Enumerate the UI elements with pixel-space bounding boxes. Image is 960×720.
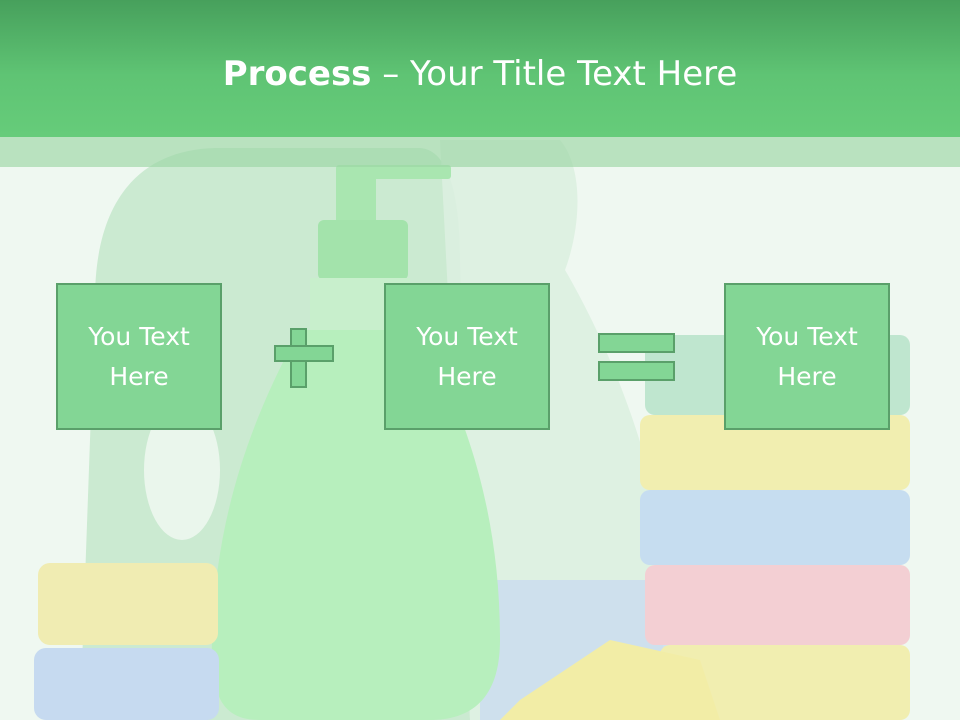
process-box-3-line1: You Text xyxy=(756,321,858,351)
process-box-3[interactable]: You Text Here xyxy=(724,283,890,430)
process-box-1-line1: You Text xyxy=(88,321,190,351)
process-box-1-line2: Here xyxy=(109,361,169,391)
slide-title: Process – Your Title Text Here xyxy=(0,52,960,96)
title-bar xyxy=(0,0,960,137)
process-box-3-line2: Here xyxy=(777,361,837,391)
title-bar-accent-strip xyxy=(0,137,960,167)
process-box-2-line1: You Text xyxy=(416,321,518,351)
process-box-1[interactable]: You Text Here xyxy=(56,283,222,430)
process-box-2-line2: Here xyxy=(437,361,497,391)
slide-title-bold: Process xyxy=(222,54,372,94)
slide-title-rest: – Your Title Text Here xyxy=(371,54,738,94)
process-box-2[interactable]: You Text Here xyxy=(384,283,550,430)
